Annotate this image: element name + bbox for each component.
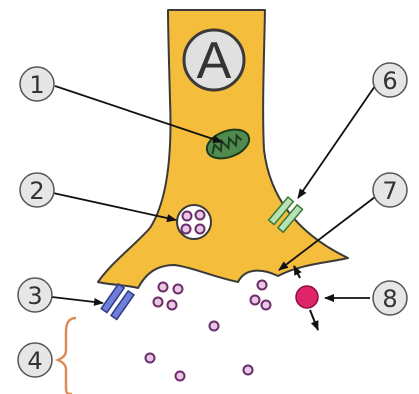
callout-2: 2	[20, 173, 54, 207]
vesicle-cluster	[177, 205, 211, 239]
callout-7: 7	[373, 173, 407, 207]
callout-8-number: 8	[382, 285, 397, 313]
neurotransmitter-molecules	[146, 281, 271, 381]
callout-1-number: 1	[29, 71, 44, 99]
callout-7-number: 7	[382, 177, 397, 205]
callout-4-number: 4	[27, 347, 42, 375]
callout-2-number: 2	[29, 177, 44, 205]
callout-3: 3	[18, 278, 52, 312]
blue-receptor	[101, 284, 134, 319]
synaptic-cleft-brace	[58, 318, 76, 394]
callout-4: 4	[18, 343, 52, 377]
callout-6: 6	[373, 63, 407, 97]
terminal-label: A	[197, 32, 232, 90]
terminal-label-circle: A	[184, 30, 244, 90]
reuptake-pump	[294, 266, 318, 330]
callout-3-number: 3	[27, 282, 42, 310]
callout-1: 1	[20, 67, 54, 101]
callout-6-number: 6	[382, 67, 397, 95]
callout-8: 8	[373, 281, 407, 315]
